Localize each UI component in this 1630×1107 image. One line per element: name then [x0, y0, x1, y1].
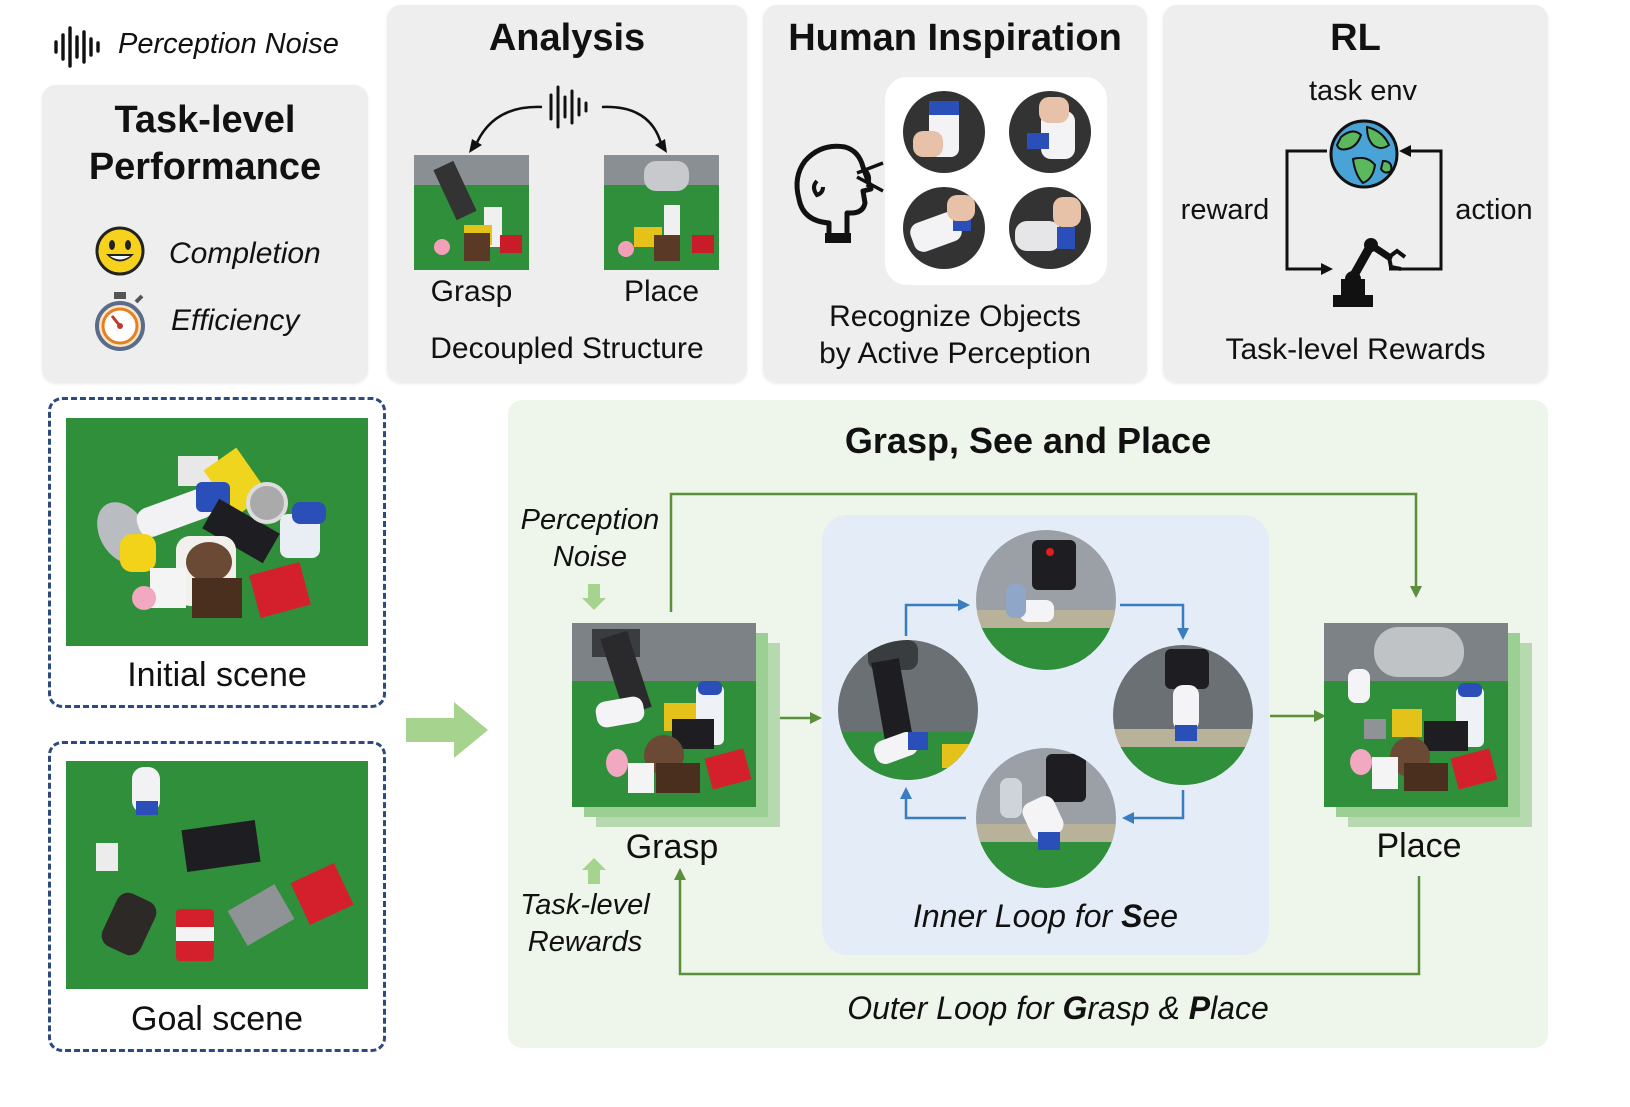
robot-arm-icon [1333, 238, 1407, 307]
reward-label: reward [1180, 194, 1270, 226]
action-label: action [1455, 194, 1533, 226]
inner-loop-bold-s: S [1121, 898, 1143, 934]
hand-photo-4 [1009, 187, 1091, 269]
earth-icon [1329, 119, 1399, 189]
human-caption-line2: by Active Perception [819, 337, 1091, 370]
smiley-icon [95, 226, 145, 276]
perception-noise-legend: Perception Noise [42, 20, 372, 74]
main-perception-noise-line2: Noise [552, 541, 628, 573]
goal-scene-photo [66, 761, 368, 989]
rl-panel: RL task env reward action Task-level Rew… [1163, 5, 1548, 383]
grasp-label: Grasp [625, 828, 719, 866]
analysis-grasp-photo [414, 155, 529, 270]
inner-loop-suffix: ee [1142, 898, 1179, 934]
grasp-photo [572, 623, 756, 807]
see-view-top [976, 530, 1116, 670]
human-caption-line1: Recognize Objects [829, 300, 1081, 333]
outer-loop-lace: lace [1210, 990, 1269, 1026]
goal-scene-box: Goal scene [48, 741, 386, 1052]
hand-photo-3 [903, 187, 985, 269]
outer-loop-bold-g: G [1062, 990, 1088, 1026]
task-performance-title-line1: Task-level [114, 99, 296, 141]
main-task-rewards-line1: Task-level [520, 889, 650, 921]
analysis-place-label: Place [623, 275, 700, 308]
hand-photo-2 [1009, 91, 1091, 173]
task-env-label: task env [1309, 75, 1417, 107]
task-performance-title-line2: Performance [88, 146, 322, 188]
stopwatch-icon [95, 292, 145, 351]
hand-photo-1 [903, 91, 985, 173]
main-panel-title: Grasp, See and Place [844, 420, 1212, 461]
analysis-title: Analysis [488, 17, 646, 59]
inner-loop-prefix: Inner Loop for [912, 898, 1122, 934]
outer-loop-bold-p: P [1188, 990, 1211, 1026]
main-perception-noise-line1: Perception [520, 504, 660, 536]
place-photo [1324, 623, 1508, 807]
initial-scene-label: Initial scene [127, 656, 307, 694]
rl-loop-arrows [1285, 145, 1443, 275]
rl-caption: Task-level Rewards [1225, 333, 1486, 366]
see-view-left [838, 640, 978, 780]
rl-title: RL [1330, 17, 1381, 59]
efficiency-label: Efficiency [171, 304, 300, 337]
outer-loop-caption: Outer Loop for Grasp & Place [508, 990, 1608, 1027]
perception-noise-label: Perception Noise [118, 28, 339, 60]
place-label: Place [1376, 827, 1462, 865]
inner-loop-caption: Inner Loop for See [822, 898, 1269, 935]
outer-loop-prefix: Outer Loop for [847, 990, 1063, 1026]
scene-to-pipeline-arrow [406, 702, 488, 758]
main-task-rewards-line2: Rewards [527, 926, 643, 958]
human-inspiration-title: Human Inspiration [788, 17, 1122, 59]
analysis-place-photo [604, 155, 719, 270]
analysis-panel: Analysis Grasp Place Decoupled Structure [387, 5, 747, 383]
see-view-right [1113, 645, 1253, 785]
analysis-caption: Decoupled Structure [430, 332, 704, 365]
human-inspiration-panel: Human Inspiration Recognize Objects by A… [763, 5, 1147, 383]
task-performance-panel: Task-level Performance Completion Effici… [42, 85, 368, 383]
initial-scene-photo [66, 418, 368, 646]
initial-scene-box: Initial scene [48, 397, 386, 708]
outer-loop-rasp: rasp & [1087, 990, 1189, 1026]
see-view-bottom [976, 748, 1116, 888]
head-eye-icon [794, 143, 884, 243]
completion-label: Completion [169, 237, 321, 270]
goal-scene-label: Goal scene [131, 1000, 303, 1038]
waveform-icon [54, 26, 100, 68]
analysis-arrows [469, 85, 667, 153]
analysis-grasp-label: Grasp [430, 275, 513, 308]
